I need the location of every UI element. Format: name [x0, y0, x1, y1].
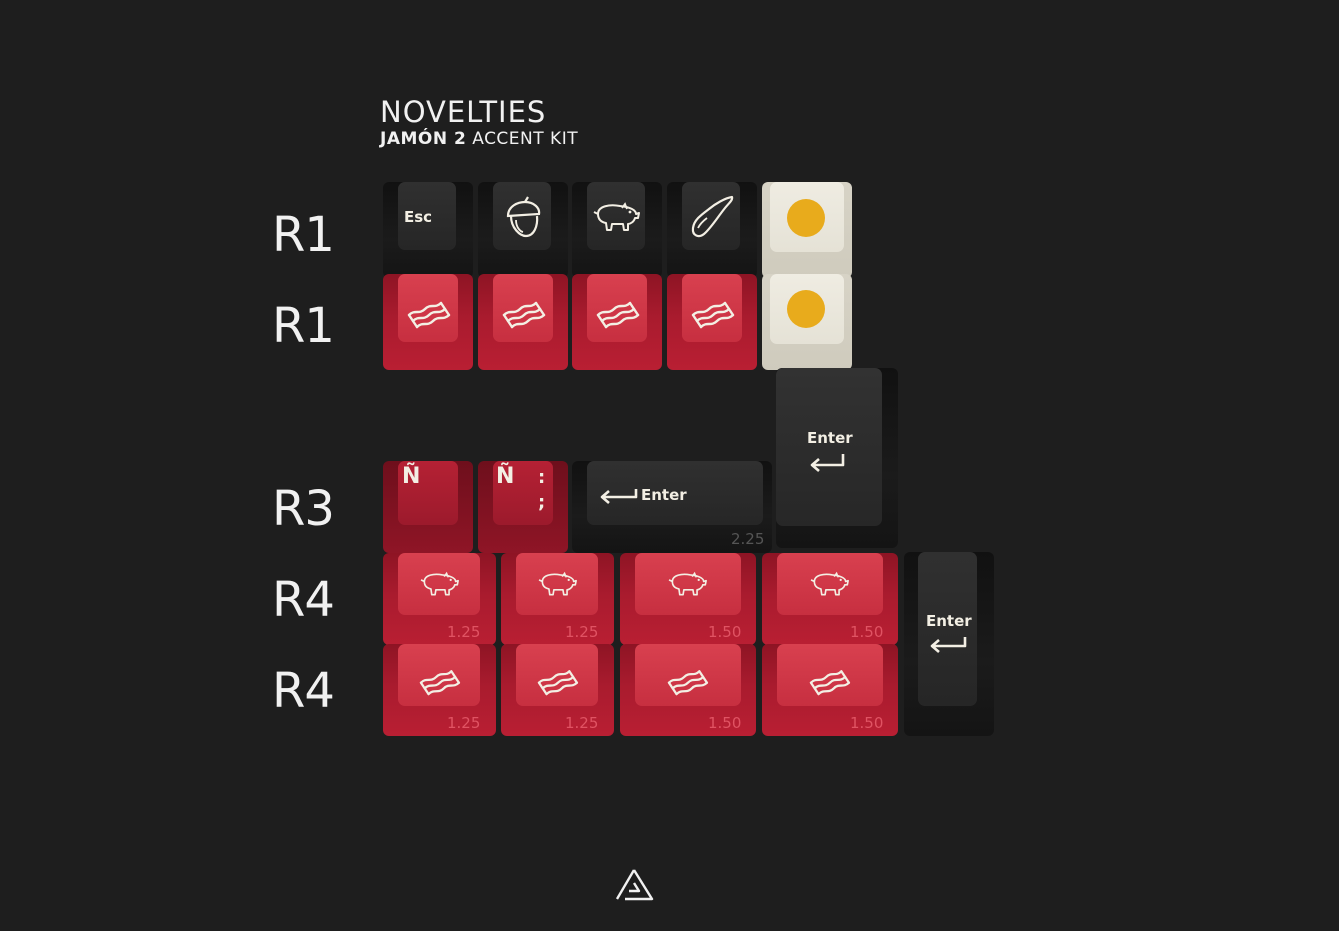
keycap-ham-leg: [667, 182, 757, 278]
keycap-bacon-r1-1: [383, 274, 473, 370]
row-label-r4-b: R4: [272, 663, 335, 719]
keycap-pig-125-1: 1.25: [383, 553, 496, 645]
keycap-bacon-r1-2: [478, 274, 568, 370]
keycap-bacon-150-2: 1.50: [762, 644, 898, 736]
row-label-r3: R3: [272, 481, 335, 537]
keycap-enye-2: Ñ : ;: [478, 461, 568, 553]
subtitle-rest: ACCENT KIT: [466, 129, 579, 149]
keycap-acorn: [478, 182, 568, 278]
pig-icon: [416, 570, 464, 598]
row-label-r1-a: R1: [272, 207, 335, 263]
bacon-icon: [417, 658, 461, 696]
keycap-bacon-125-1: 1.25: [383, 644, 496, 736]
ham-leg-icon: [685, 192, 737, 242]
keycap-enye-1: Ñ: [383, 461, 473, 553]
size-label-1-25: 1.25: [447, 714, 481, 732]
row-label-r1-b: R1: [272, 298, 335, 354]
keycap-bacon-150-1: 1.50: [620, 644, 756, 736]
enye-legend: Ñ: [402, 464, 421, 489]
size-label-1-50: 1.50: [850, 623, 884, 641]
size-label-1-50: 1.50: [708, 623, 742, 641]
enter-arrow-icon: [598, 488, 638, 504]
keycap-pig: [572, 182, 662, 278]
size-label-1-25: 1.25: [447, 623, 481, 641]
egg-yolk-icon: [787, 290, 825, 328]
size-label-1-50: 1.50: [850, 714, 884, 732]
size-label-1-50: 1.50: [708, 714, 742, 732]
page-title: NOVELTIES: [380, 95, 547, 129]
enter-legend: Enter: [807, 429, 853, 447]
keycap-pig-150-1: 1.50: [620, 553, 756, 645]
keycap-enter-225: Enter 2.25: [572, 461, 772, 553]
colon-legend: :: [538, 467, 546, 488]
acorn-icon: [498, 194, 548, 240]
subtitle-bold: JAMÓN 2: [380, 129, 467, 149]
pig-icon: [592, 200, 642, 234]
row-label-r4-a: R4: [272, 572, 335, 628]
keycap-bacon-r1-4: [667, 274, 757, 370]
bacon-icon: [500, 289, 546, 329]
pig-icon: [664, 570, 712, 598]
bacon-icon: [807, 658, 851, 696]
page-subtitle: JAMÓN 2 ACCENT KIT: [380, 128, 578, 150]
kit-title-block: NOVELTIES JAMÓN 2 ACCENT KIT: [380, 96, 578, 150]
bacon-icon: [594, 289, 640, 329]
bacon-icon: [689, 289, 735, 329]
enter-arrow-icon: [809, 452, 847, 472]
keycap-bacon-r1-3: [572, 274, 662, 370]
keycap-pig-125-2: 1.25: [501, 553, 614, 645]
semicolon-legend: ;: [538, 492, 546, 513]
keycap-esc: Esc: [383, 182, 473, 278]
esc-legend: Esc: [404, 208, 433, 226]
bacon-icon: [665, 658, 709, 696]
enter-legend: Enter: [641, 486, 687, 504]
size-label-2-25: 2.25: [731, 530, 765, 548]
enye-legend: Ñ: [496, 464, 515, 489]
enter-legend: Enter: [926, 612, 972, 630]
pig-icon: [534, 570, 582, 598]
keycap-egg-1: [762, 182, 852, 278]
egg-yolk-icon: [787, 199, 825, 237]
keycap-enter-tall: Enter: [904, 552, 994, 736]
keycap-enter-vertical: Enter: [776, 368, 898, 548]
keycap-pig-150-2: 1.50: [762, 553, 898, 645]
keycap-egg-2: [762, 274, 852, 370]
enter-arrow-icon: [928, 636, 968, 654]
bacon-icon: [405, 289, 451, 329]
size-label-1-25: 1.25: [565, 714, 599, 732]
pig-icon: [806, 570, 854, 598]
bacon-icon: [535, 658, 579, 696]
keycap-bacon-125-2: 1.25: [501, 644, 614, 736]
brand-logo-icon: [615, 868, 655, 902]
size-label-1-25: 1.25: [565, 623, 599, 641]
